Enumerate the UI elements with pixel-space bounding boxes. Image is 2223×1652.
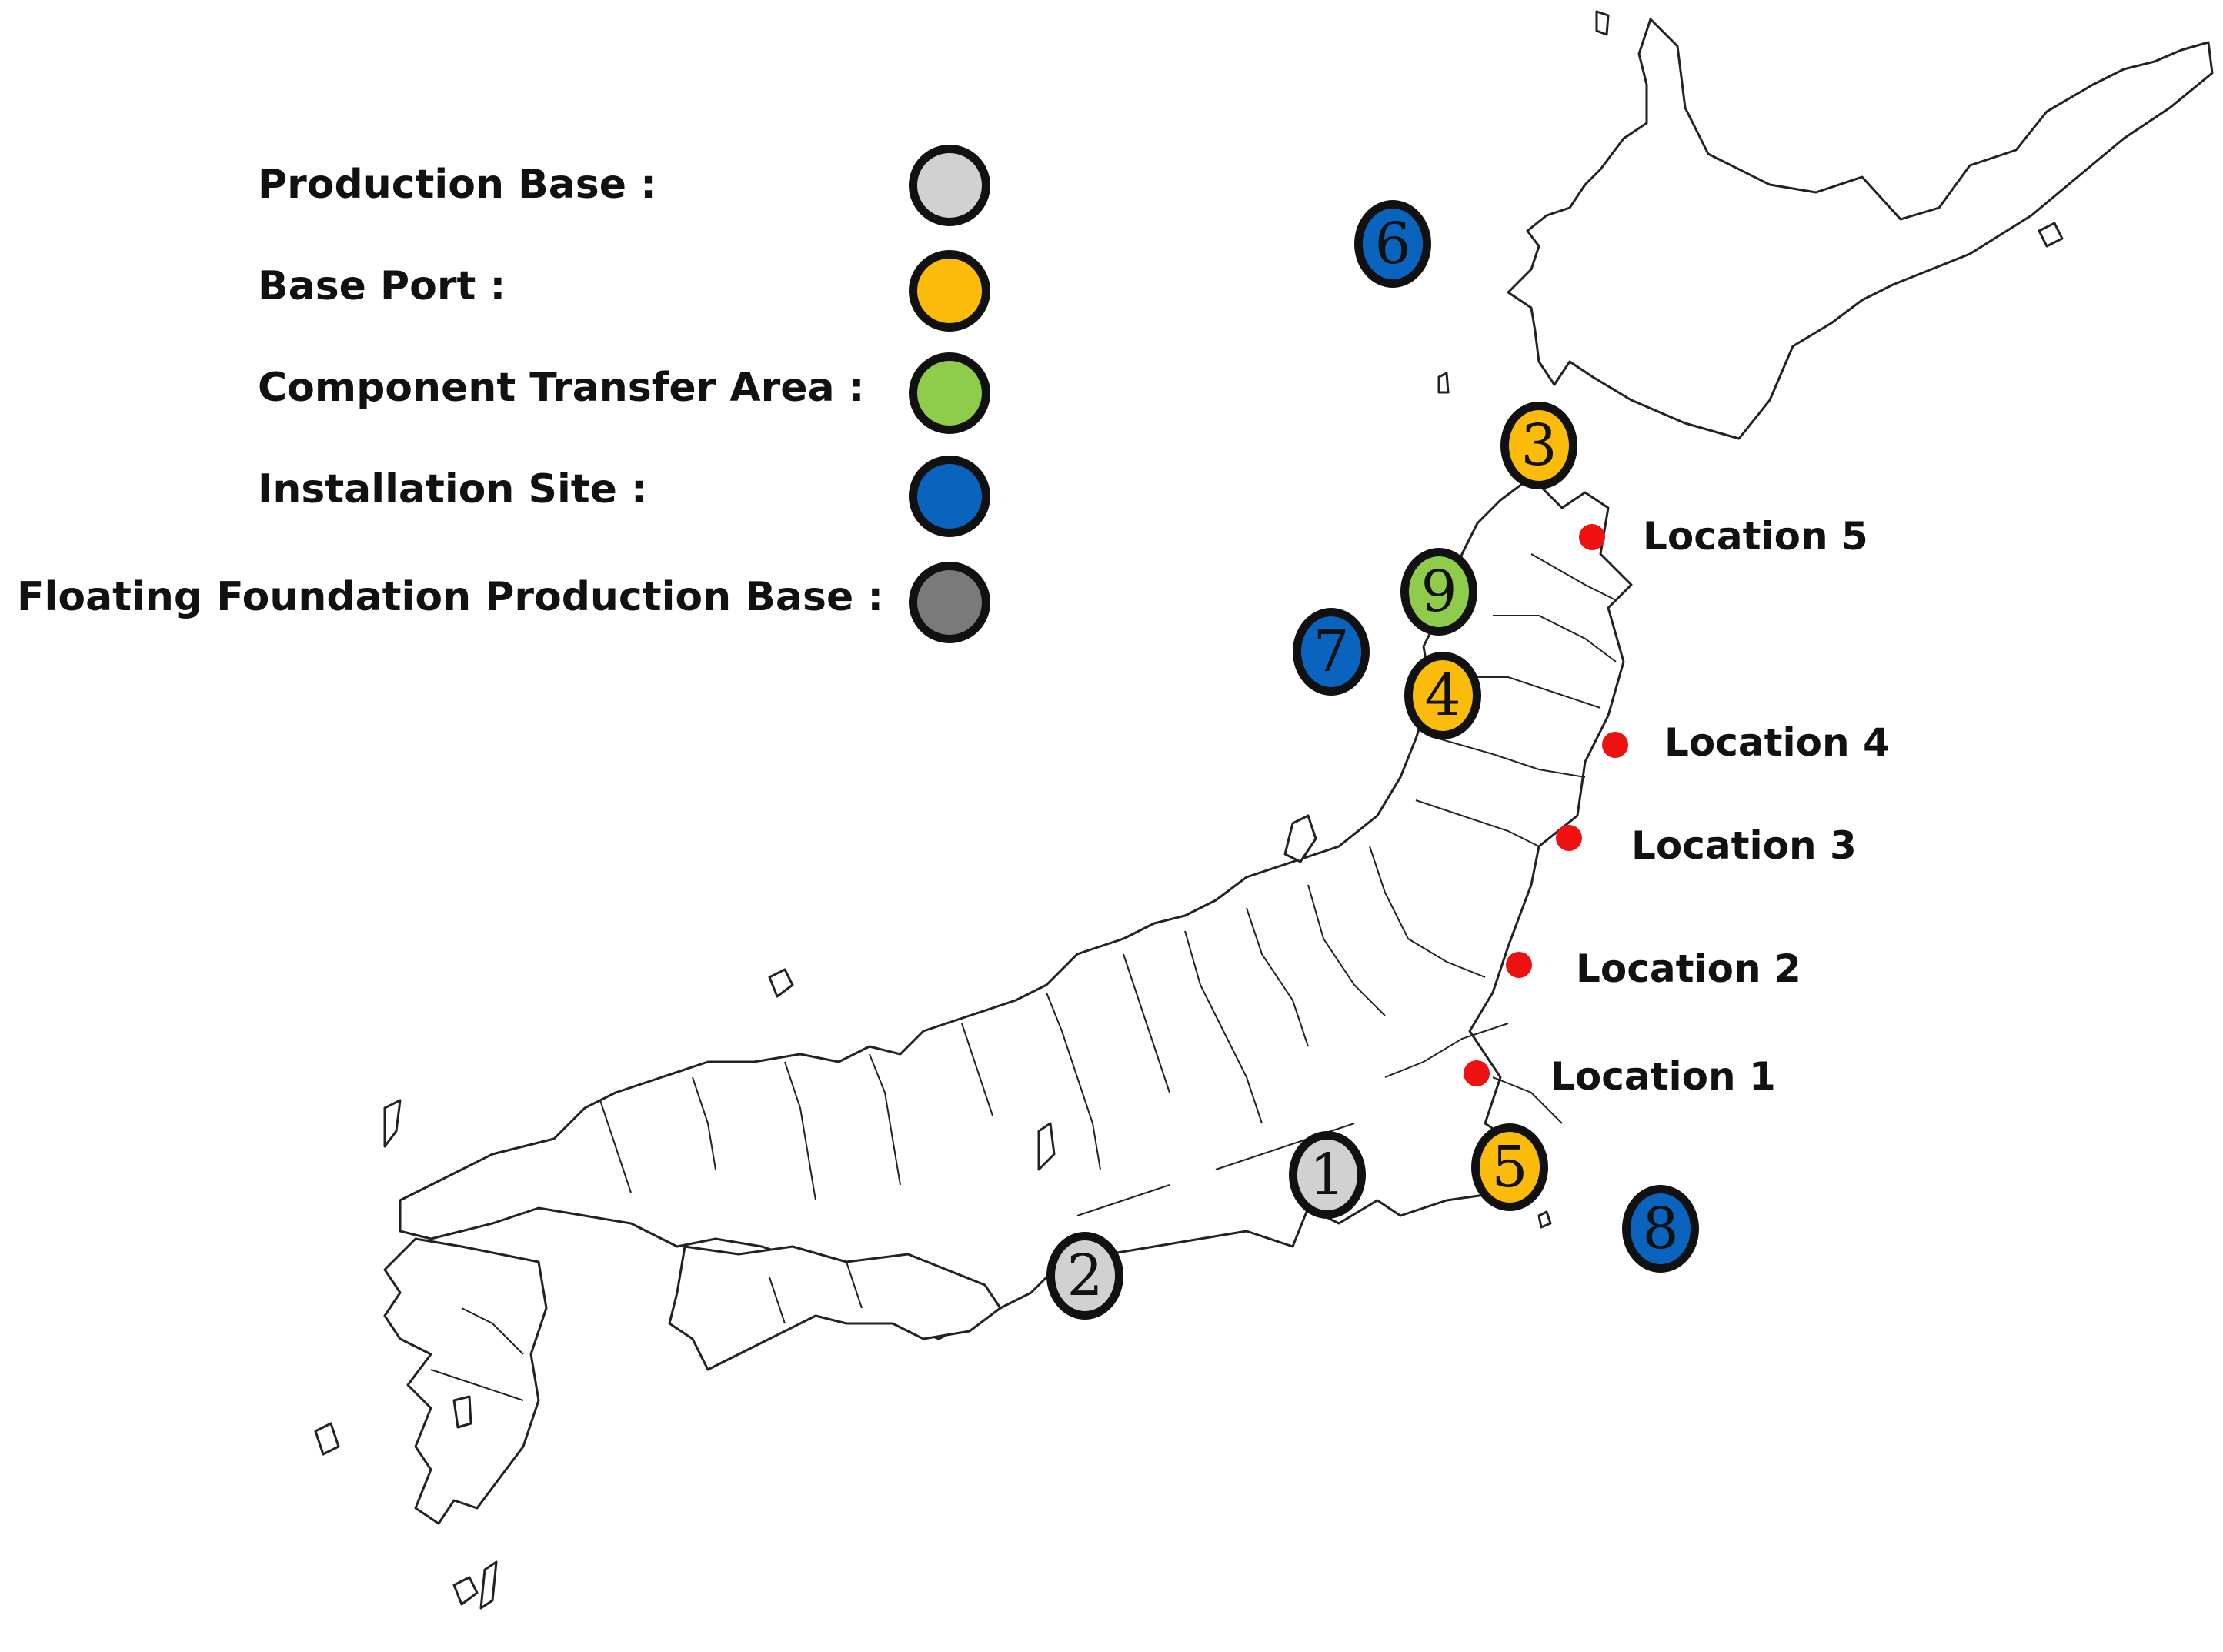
legend-dot-production-base [909, 145, 990, 226]
marker-base-port-5: 5 [1471, 1123, 1548, 1211]
marker-production-base-1: 1 [1289, 1131, 1366, 1219]
marker-installation-site-6: 6 [1354, 200, 1431, 288]
marker-installation-site-8: 8 [1622, 1185, 1699, 1273]
location-dot-5 [1579, 524, 1605, 550]
legend-dot-base-port [909, 250, 990, 332]
legend-dot-floating-foundation-production-base [909, 562, 990, 643]
prefecture-borders [430, 553, 1617, 1401]
goto-islands [314, 1422, 340, 1456]
location-label-1: Location 1 [1550, 1054, 1776, 1099]
yakushima-island [452, 1576, 479, 1606]
marker-production-base-2: 2 [1046, 1232, 1123, 1320]
rishiri-island [1595, 10, 1610, 36]
legend-dot-component-transfer-area [909, 352, 990, 434]
marker-installation-site-7: 7 [1293, 608, 1370, 696]
location-label-4: Location 4 [1664, 720, 1890, 765]
legend-label-floating-foundation-production-base: Floating Foundation Production Base : [17, 574, 884, 620]
marker-base-port-4: 4 [1404, 652, 1481, 739]
hokkaido-island [1507, 18, 2214, 440]
okushiri-island [1437, 372, 1450, 394]
tsushima-island [383, 1099, 402, 1148]
tanegashima-island [479, 1560, 498, 1610]
location-label-2: Location 2 [1576, 946, 1801, 991]
legend-dot-installation-site [909, 456, 990, 537]
location-dot-2 [1506, 952, 1532, 978]
legend-label-component-transfer-area: Component Transfer Area : [258, 365, 865, 411]
izu-oshima-island [1537, 1210, 1552, 1229]
legend-label-production-base: Production Base : [258, 162, 656, 208]
sado-island [1283, 814, 1317, 863]
location-label-3: Location 3 [1631, 823, 1857, 868]
legend-label-base-port: Base Port : [258, 263, 506, 309]
location-dot-1 [1464, 1060, 1490, 1086]
location-label-5: Location 5 [1643, 514, 1868, 559]
awaji-island [1037, 1122, 1056, 1171]
kuril-islands [2038, 222, 2064, 248]
location-dot-3 [1556, 825, 1582, 851]
amakusa-islands [452, 1395, 472, 1429]
marker-component-transfer-area-9: 9 [1400, 548, 1477, 636]
oki-island [768, 968, 794, 998]
legend-label-installation-site: Installation Site : [258, 466, 647, 512]
marker-base-port-3: 3 [1500, 402, 1577, 489]
shikoku-island [668, 1245, 1002, 1371]
location-dot-4 [1602, 732, 1628, 758]
